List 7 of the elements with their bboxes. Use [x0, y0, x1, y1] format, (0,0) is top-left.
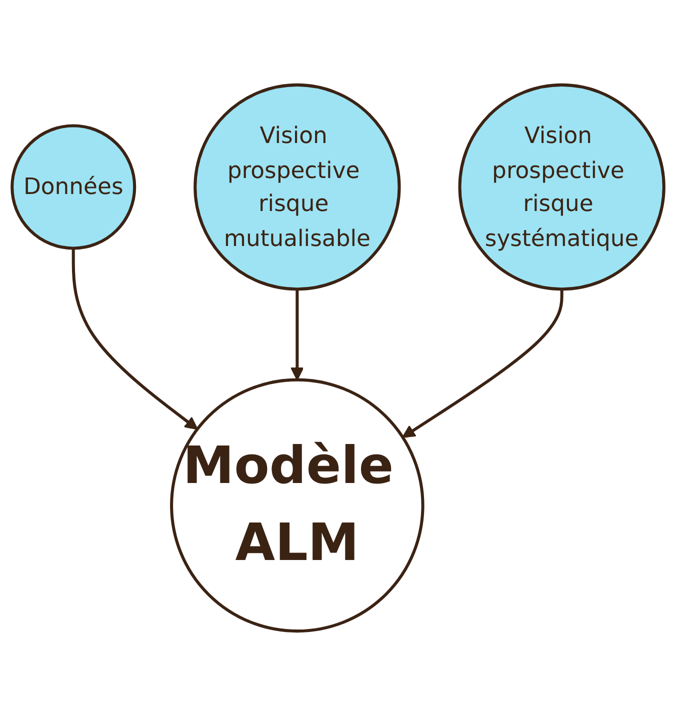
node-circle: Modèle ALM [170, 378, 424, 633]
arrow [402, 289, 564, 438]
arrow [290, 289, 304, 380]
node-circle: Vision prospective risque systématique [458, 83, 666, 291]
node-circle: Données [10, 124, 136, 250]
node-circle: Vision prospective risque mutualisable [194, 83, 401, 291]
arrow [72, 248, 198, 430]
